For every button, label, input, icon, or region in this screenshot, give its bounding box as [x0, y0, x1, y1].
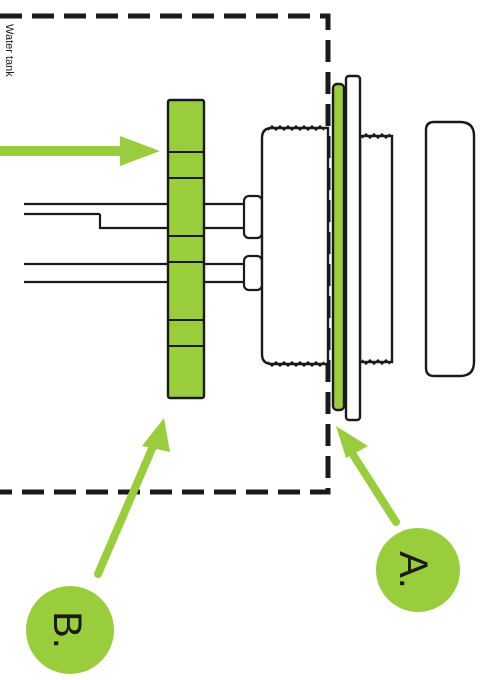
callout-a-letter: A.: [391, 551, 435, 589]
callout-b-letter: B.: [45, 611, 89, 649]
flange-b: [166, 98, 206, 400]
threaded-body: [260, 124, 330, 368]
outer-threaded-section: [358, 132, 394, 366]
end-cap: [424, 120, 476, 378]
flange-plate: [344, 74, 362, 422]
callout-a: A.: [376, 528, 460, 612]
callout-b: B.: [26, 586, 114, 674]
inlet-pipes: [24, 202, 252, 284]
arrow-a: [336, 426, 400, 526]
arrow-b: [94, 418, 170, 578]
water-tank-label: Water tank: [3, 24, 15, 77]
insert-arrow: [0, 136, 160, 166]
pipe-connectors: [242, 194, 264, 292]
gasket-a: [331, 82, 346, 412]
